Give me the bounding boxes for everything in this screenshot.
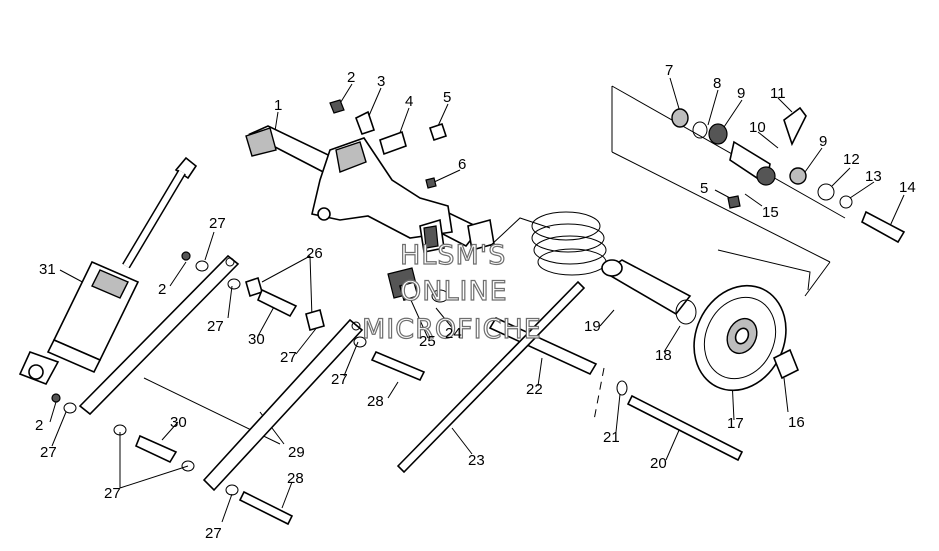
callout-27: 27 bbox=[205, 525, 222, 542]
callout-5: 5 bbox=[443, 89, 451, 106]
callout-31: 31 bbox=[39, 261, 56, 278]
callout-10: 10 bbox=[749, 119, 766, 136]
callout-9: 9 bbox=[819, 133, 827, 150]
callout-2: 2 bbox=[35, 417, 43, 434]
watermark: HLSM'S ONLINE MICROFICHE bbox=[361, 239, 542, 345]
idler-wheel-part-17 bbox=[693, 284, 800, 392]
callout-30: 30 bbox=[170, 414, 187, 431]
block-part-25 bbox=[387, 267, 449, 303]
callout-6: 6 bbox=[458, 156, 466, 173]
callout-27: 27 bbox=[207, 318, 224, 335]
callout-2: 2 bbox=[158, 281, 166, 298]
callout-3: 3 bbox=[377, 73, 385, 90]
callout-13: 13 bbox=[865, 168, 882, 185]
leader-lines bbox=[49, 77, 905, 523]
callout-27: 27 bbox=[209, 215, 226, 232]
callout-20: 20 bbox=[650, 455, 667, 472]
callout-15: 15 bbox=[762, 204, 779, 221]
front-arm-part-1 bbox=[245, 125, 495, 253]
idler-hardware bbox=[671, 106, 906, 244]
pins-and-bushings bbox=[134, 276, 325, 464]
coil-spring bbox=[489, 211, 607, 276]
callout-7: 7 bbox=[665, 62, 673, 79]
callout-5: 5 bbox=[700, 180, 708, 197]
hardware-upper bbox=[329, 99, 448, 189]
callout-25: 25 bbox=[419, 333, 436, 350]
callout-27: 27 bbox=[280, 349, 297, 366]
callout-16: 16 bbox=[788, 414, 805, 431]
bolts-part-28 bbox=[238, 350, 426, 526]
callout-19: 19 bbox=[584, 318, 601, 335]
watermark-line-1: HLSM'S bbox=[400, 240, 506, 271]
callout-9: 9 bbox=[737, 85, 745, 102]
watermark-line-2: ONLINE bbox=[400, 276, 508, 307]
shock-absorber-part-31 bbox=[18, 156, 198, 385]
callout-23: 23 bbox=[468, 452, 485, 469]
callout-14: 14 bbox=[899, 179, 916, 196]
callout-28: 28 bbox=[287, 470, 304, 487]
callout-30: 30 bbox=[248, 331, 265, 348]
idler-group-outline bbox=[611, 85, 846, 297]
rods-22-23-20 bbox=[396, 280, 744, 474]
callout-22: 22 bbox=[526, 381, 543, 398]
callout-4: 4 bbox=[405, 93, 413, 110]
callout-labels: 1 2 3 4 5 6 7 8 9 10 11 9 12 13 14 5 15 … bbox=[35, 62, 916, 542]
links-part-29 bbox=[78, 254, 364, 492]
callout-12: 12 bbox=[843, 151, 860, 168]
washers-and-nuts bbox=[51, 251, 628, 496]
tube-part-19 bbox=[601, 259, 697, 325]
callout-24: 24 bbox=[445, 325, 462, 342]
callout-28: 28 bbox=[367, 393, 384, 410]
callout-27: 27 bbox=[40, 444, 57, 461]
callout-2: 2 bbox=[347, 69, 355, 86]
callout-8: 8 bbox=[713, 75, 721, 92]
callout-18: 18 bbox=[655, 347, 672, 364]
callout-27: 27 bbox=[331, 371, 348, 388]
callout-1: 1 bbox=[274, 97, 282, 114]
callout-27: 27 bbox=[104, 485, 121, 502]
callout-21: 21 bbox=[603, 429, 620, 446]
callout-26: 26 bbox=[306, 245, 323, 262]
callout-11: 11 bbox=[770, 85, 786, 102]
watermark-line-3: MICROFICHE bbox=[362, 314, 542, 345]
callout-29: 29 bbox=[288, 444, 305, 461]
callout-17: 17 bbox=[727, 415, 744, 432]
